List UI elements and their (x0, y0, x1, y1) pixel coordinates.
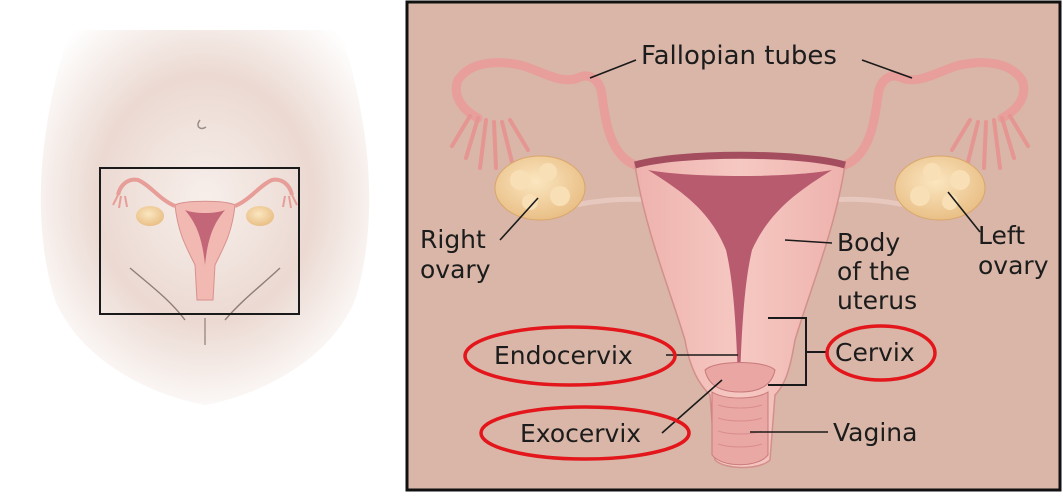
vagina-region (712, 392, 768, 465)
label-left-ovary-line1: Left (978, 221, 1025, 250)
torso-overview (41, 30, 369, 405)
label-body-of-uterus-line2: of the (837, 257, 910, 286)
label-body-of-uterus-line1: Body (837, 228, 900, 257)
right-ovary (495, 156, 585, 220)
label-fallopian-tubes: Fallopian tubes (641, 41, 837, 71)
label-body-of-uterus-line3: uterus (837, 286, 917, 315)
label-left-ovary-line2: ovary (978, 251, 1049, 280)
left-ovary (895, 156, 985, 220)
label-right-ovary-line2: ovary (420, 255, 491, 284)
label-exocervix: Exocervix (520, 419, 641, 448)
label-right-ovary-line1: Right (420, 225, 486, 254)
label-cervix: Cervix (835, 338, 915, 367)
label-vagina: Vagina (833, 418, 917, 447)
label-endocervix: Endocervix (494, 341, 633, 370)
